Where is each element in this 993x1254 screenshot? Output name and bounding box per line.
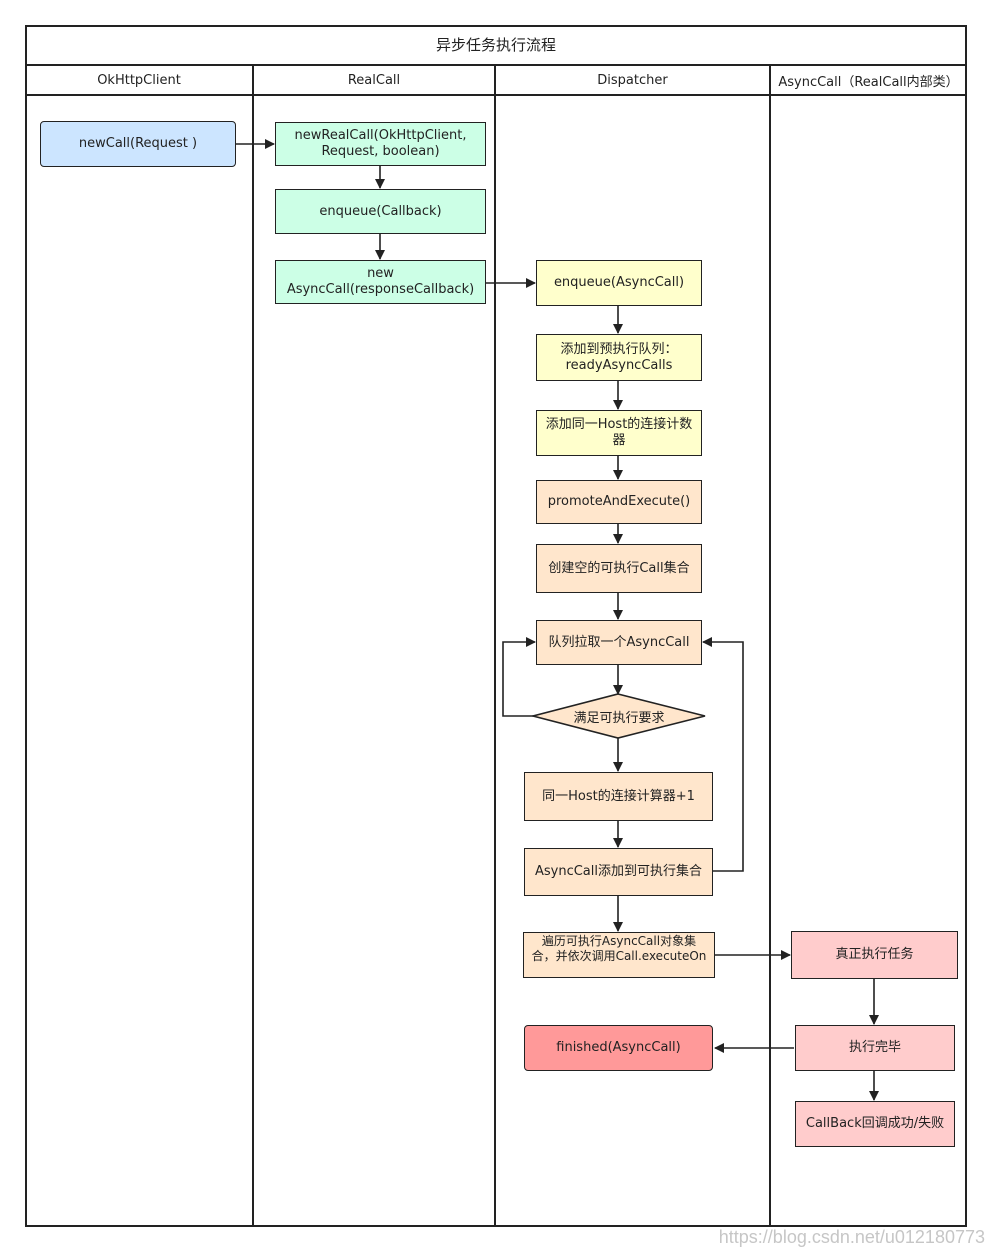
lane-divider	[769, 66, 771, 1227]
diagram-title: 异步任务执行流程	[25, 25, 967, 66]
node-meets-requirements: 满足可执行要求	[573, 710, 665, 726]
node-enqueue-callback: enqueue(Callback)	[275, 189, 486, 234]
node-finished-async-call: finished(AsyncCall)	[524, 1025, 713, 1071]
node-real-execute: 真正执行任务	[791, 931, 958, 979]
node-iterate-execute: 遍历可执行AsyncCall对象集合，并依次调用Call.executeOn	[523, 932, 715, 978]
node-create-empty-set: 创建空的可执行Call集合	[536, 544, 702, 593]
node-enqueue-async-call: enqueue(AsyncCall)	[536, 260, 702, 306]
lane-header-asynccall: AsyncCall（RealCall内部类）	[770, 66, 967, 96]
edge-addexec-loop	[702, 637, 744, 872]
edge-decision-no-loop	[502, 637, 536, 717]
lane-header-okhttpclient: OkHttpClient	[25, 66, 253, 96]
diagram-frame	[25, 25, 967, 1227]
node-callback-result: CallBack回调成功/失败	[795, 1101, 955, 1147]
node-add-host-counter: 添加同一Host的连接计数器	[536, 410, 702, 456]
node-host-counter-plus: 同一Host的连接计算器+1	[524, 772, 713, 821]
lane-header-realcall: RealCall	[253, 66, 495, 96]
lane-divider	[252, 66, 254, 1227]
node-add-ready-queue: 添加到预执行队列：readyAsyncCalls	[536, 334, 702, 381]
watermark: https://blog.csdn.net/u012180773	[718, 1227, 985, 1247]
lane-header-dispatcher: Dispatcher	[495, 66, 770, 96]
node-promote-and-execute: promoteAndExecute()	[536, 480, 702, 524]
decision-diamond	[529, 693, 706, 739]
node-new-real-call: newRealCall(OkHttpClient, Request, boole…	[275, 122, 486, 166]
node-new-call: newCall(Request )	[40, 121, 236, 167]
node-pull-async-call: 队列拉取一个AsyncCall	[536, 620, 702, 665]
lane-divider	[494, 66, 496, 1227]
node-add-to-executable: AsyncCall添加到可执行集合	[524, 848, 713, 896]
node-new-async-call: new AsyncCall(responseCallback)	[275, 260, 486, 304]
node-execution-done: 执行完毕	[795, 1025, 955, 1071]
